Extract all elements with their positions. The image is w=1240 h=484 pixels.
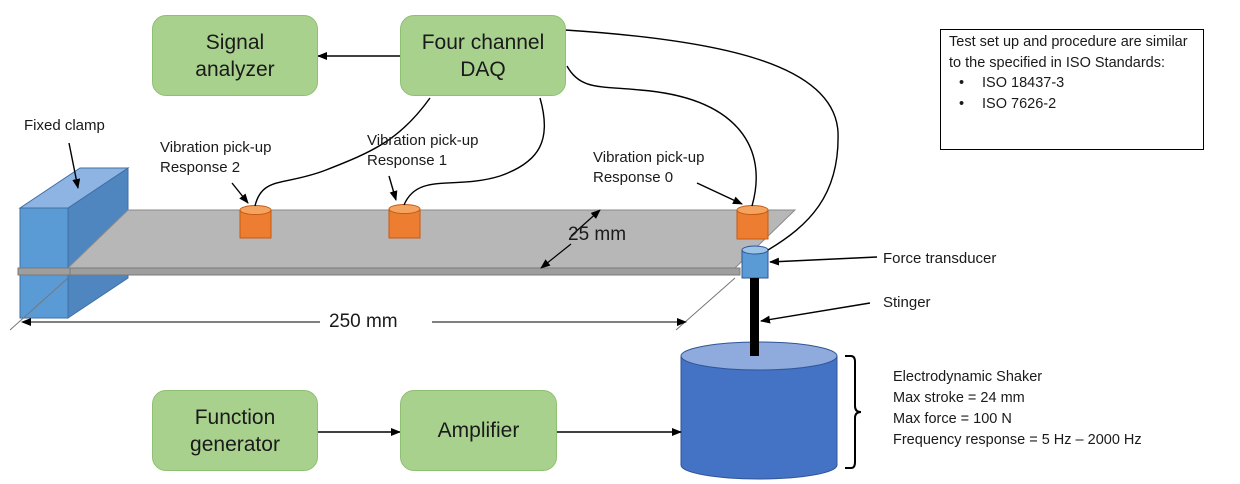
pickup-0-label: Vibration pick-up Response 0 (593, 149, 705, 186)
force-transducer-label: Force transducer (883, 250, 997, 267)
signal-cables (254, 29, 839, 251)
daq-label: Four channel DAQ (421, 30, 545, 81)
clamp-beam-slot (17, 267, 71, 276)
iso-standard-item: ISO 7626-2 (949, 94, 1195, 115)
shaker-max-force: Max force = 100 N (893, 411, 1012, 427)
pickup-1-pointer-arrow (388, 175, 398, 201)
stinger-pointer-arrow (760, 302, 871, 324)
width-dim-arrow-top (570, 209, 601, 237)
fixed-clamp-label: Fixed clamp (24, 117, 105, 134)
pickup-1-label: Vibration pick-up Response 1 (367, 132, 479, 169)
pickup-2-pointer-arrow (231, 182, 249, 204)
transducer-pointer-arrow (769, 256, 878, 266)
shaker-specs: Electrodynamic Shaker Max stroke = 24 mm… (893, 367, 1142, 451)
function-generator-label: Function generator (190, 405, 280, 456)
width-dim-arrow-bottom (540, 243, 572, 269)
clamp-front (19, 207, 69, 319)
shaker (680, 338, 838, 480)
sensor-response-2 (239, 205, 272, 239)
pickup-0-pointer-arrow (696, 182, 743, 205)
daq-box: Four channel DAQ (400, 15, 566, 96)
force-transducer (741, 245, 769, 279)
signal-analyzer-box: Signal analyzer (152, 15, 318, 96)
stinger-label: Stinger (883, 294, 931, 311)
shaker-max-stroke: Max stroke = 24 mm (893, 390, 1025, 406)
length-dimension-label: 250 mm (329, 311, 398, 332)
shaker-title: Electrodynamic Shaker (893, 369, 1043, 385)
width-dimension-label: 25 mm (568, 224, 627, 245)
sensor-response-0 (736, 205, 769, 240)
iso-note-text: Test set up and procedure are similar to… (949, 34, 1188, 71)
clamp-pointer-arrow (68, 142, 81, 189)
stinger (750, 278, 759, 356)
signal-analyzer-label: Signal analyzer (195, 30, 275, 81)
iso-note: Test set up and procedure are similar to… (940, 29, 1204, 150)
iso-standards-list: ISO 18437-3 ISO 7626-2 (949, 73, 1195, 114)
pickup-2-label: Vibration pick-up Response 2 (160, 139, 272, 176)
amplifier-label: Amplifier (437, 419, 520, 442)
iso-standard-item: ISO 18437-3 (949, 73, 1195, 94)
function-generator-box: Function generator (152, 390, 318, 471)
shaker-frequency: Frequency response = 5 Hz – 2000 Hz (893, 432, 1142, 448)
shaker-spec-brace (845, 355, 862, 469)
sensor-response-1 (388, 204, 421, 239)
amplifier-box: Amplifier (400, 390, 557, 471)
